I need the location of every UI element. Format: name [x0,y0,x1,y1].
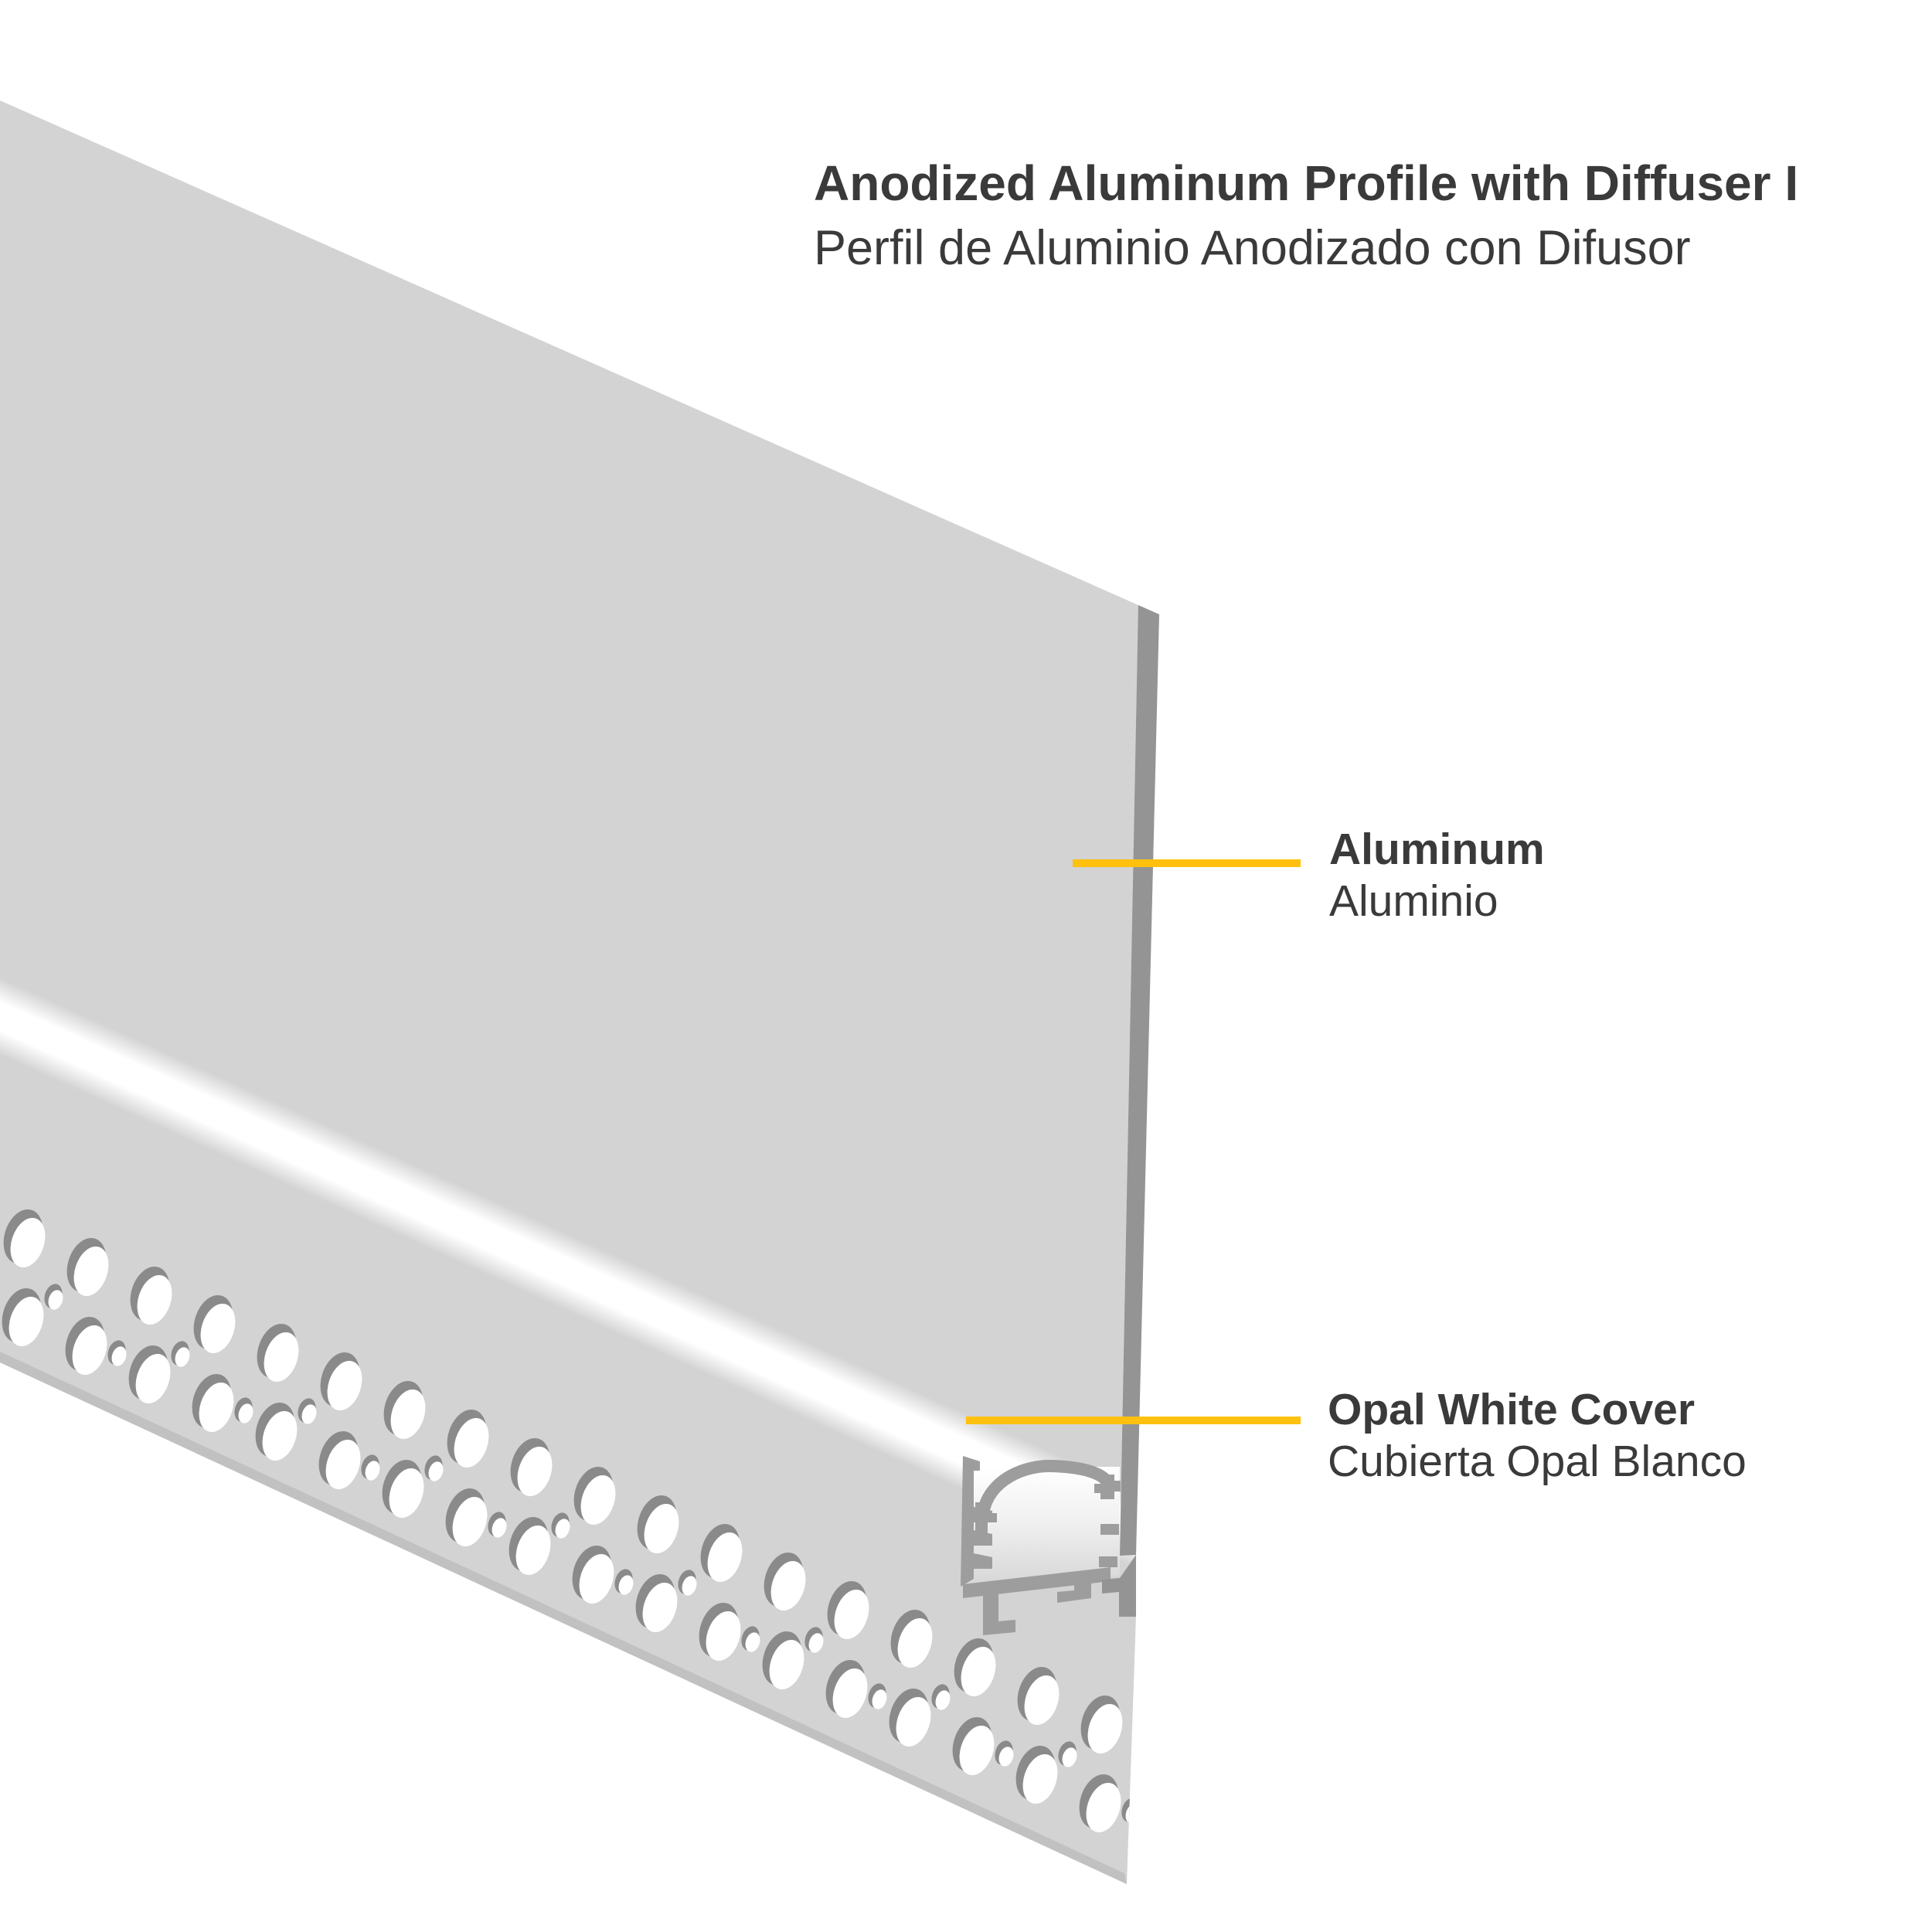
label-opal-cover: Opal White Cover Cubierta Opal Blanco [1328,1384,1747,1488]
channel-floor [963,1567,1111,1598]
flange-hole-large [1136,1798,1159,1866]
callout-line-cover [966,1417,1301,1424]
label-aluminum: Aluminum Aluminio [1329,824,1545,927]
back-wall-foot [1102,1555,1136,1617]
label-aluminum-english: Aluminum [1329,825,1545,874]
channel-interior [968,1467,1120,1584]
bend-highlight [0,964,1159,1602]
opal-cover-arch [977,1459,1114,1515]
label-opal-cover-spanish: Cubierta Opal Blanco [1328,1437,1747,1486]
back-wall-tooth [1099,1556,1117,1567]
title-english: Anodized Aluminum Profile with Diffuser … [814,155,1799,211]
label-aluminum-spanish: Aluminio [1329,876,1498,926]
back-wall-tooth [1100,1524,1119,1535]
channel-front-wall [961,1456,992,1587]
aluminum-plate-edge [1120,605,1159,1556]
page-title: Anodized Aluminum Profile with Diffuser … [814,151,1798,281]
channel-right-leg [1057,1581,1091,1603]
back-wall-tooth [1102,1481,1121,1492]
callout-line-aluminum [1073,859,1301,867]
channel-left-leg [983,1594,1015,1635]
title-spanish: Perfil de Aluminio Anodizado con Difusor [814,221,1691,275]
flange-hole-large [1138,1719,1159,1787]
led-channel-cross-section [961,1456,1136,1635]
flange-bottom-edge [0,1352,1127,1884]
label-opal-cover-english: Opal White Cover [1328,1385,1696,1434]
